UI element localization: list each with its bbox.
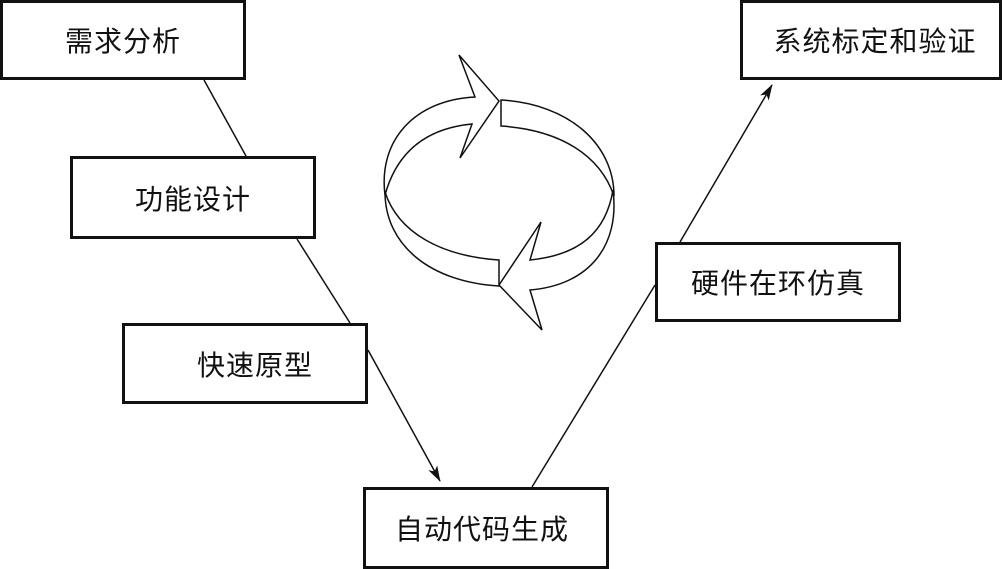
edge-proto-to-code (367, 349, 441, 482)
node-label: 快速原型 (196, 348, 313, 382)
node-calibration-verification: 系统标定和验证 (740, 0, 1002, 80)
node-label: 需求分析 (64, 25, 181, 58)
cycle-arrow-upper (383, 54, 500, 196)
cycle-arrow-lower-tail (384, 191, 500, 287)
edge-hil-to-cal (679, 84, 773, 243)
cycle-arrow-lower (498, 189, 615, 331)
cycle-arrows-icon (383, 54, 615, 331)
edge-req-to-func (203, 79, 247, 157)
node-function-design: 功能设计 (70, 156, 316, 239)
node-hil-simulation: 硬件在环仿真 (655, 242, 901, 322)
node-label: 硬件在环仿真 (690, 267, 865, 300)
cycle-arrow-upper-tail (500, 99, 615, 197)
node-label: 系统标定和验证 (773, 25, 977, 58)
node-requirements-analysis: 需求分析 (0, 0, 246, 80)
node-label: 功能设计 (134, 182, 251, 216)
node-label: 自动代码生成 (394, 513, 569, 546)
node-auto-code-generation: 自动代码生成 (363, 487, 609, 569)
edge-code-to-hil (531, 284, 656, 488)
edge-func-to-proto (296, 238, 351, 324)
node-rapid-prototype: 快速原型 (122, 323, 368, 404)
